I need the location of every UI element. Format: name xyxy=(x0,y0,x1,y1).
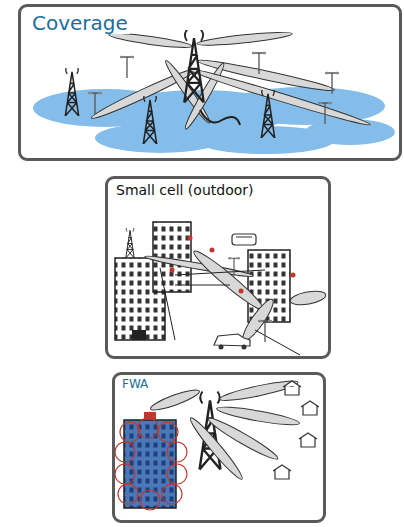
panel-frame: Small cell (outdoor) xyxy=(105,176,331,359)
panel-title: Small cell (outdoor) xyxy=(114,183,256,198)
panel-title: FWA xyxy=(120,378,150,391)
panel-frame: FWA xyxy=(112,372,326,523)
panel-frame: Coverage xyxy=(18,4,402,161)
panel-title: Coverage xyxy=(30,12,130,34)
